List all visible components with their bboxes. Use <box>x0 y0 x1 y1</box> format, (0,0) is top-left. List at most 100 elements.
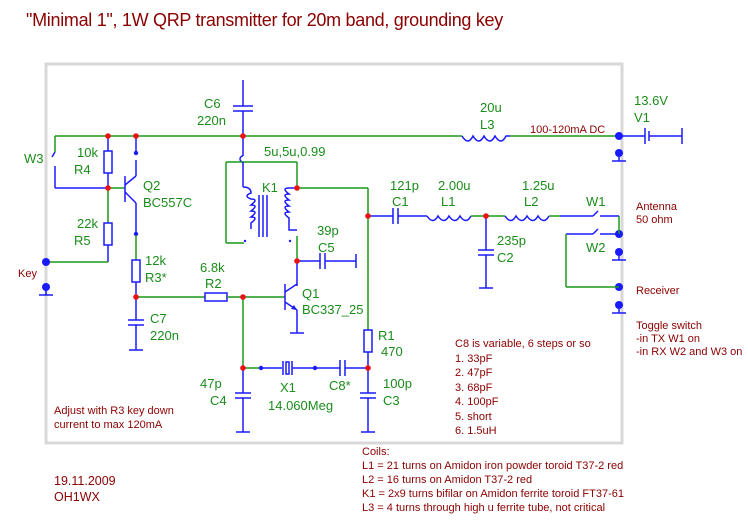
page-title: "Minimal 1", 1W QRP transmitter for 20m … <box>26 10 503 30</box>
w3-ref: W3 <box>24 151 44 166</box>
signature-callsign: OH1WX <box>54 490 100 504</box>
adjust-note-line: current to max 120mA <box>54 419 163 431</box>
resistor-r1 <box>363 329 373 368</box>
resistor-r2 <box>136 292 285 302</box>
l1-ref: L1 <box>441 194 455 209</box>
k1-value: 5u,5u,0.99 <box>264 144 325 159</box>
capacitor-c7 <box>128 297 144 351</box>
coil-line: L3 = 4 turns through high u ferrite tube… <box>362 502 606 514</box>
c8-variable-notes: C8 is variable, 6 steps or so 1. 33pF 2.… <box>455 337 591 439</box>
toggle-note-line: -in RX W2 and W3 on <box>636 346 743 358</box>
c8-notes-heading: C8 is variable, 6 steps or so <box>455 338 591 350</box>
antenna-impedance: 50 ohm <box>636 214 673 226</box>
adjust-note-line: Adjust with R3 key down <box>54 405 174 417</box>
q1-ref: Q1 <box>302 286 319 301</box>
capacitor-c3 <box>360 368 376 433</box>
transistor-q1 <box>284 261 304 334</box>
c8-ref: C8* <box>329 378 351 393</box>
coils-heading: Coils: <box>362 446 390 458</box>
signature: 19.11.2009 OH1WX <box>54 473 116 505</box>
c8-step: 6. 1.5uH <box>455 425 497 437</box>
c2-value: 235p <box>497 233 526 248</box>
toggle-note-line: -in TX W1 on <box>636 333 700 345</box>
c4-value: 47p <box>200 376 222 391</box>
coil-line: L1 = 21 turns on Amidon iron powder toro… <box>362 460 624 472</box>
c7-value: 220n <box>150 328 179 343</box>
r3-value: 12k <box>145 253 166 268</box>
r4-ref: R4 <box>74 162 91 177</box>
l2-value: 1.25u <box>522 178 555 193</box>
crystal-x1 <box>243 361 318 375</box>
coil-line: L2 = 16 turns on Amidon T37-2 red <box>362 474 533 486</box>
toggle-switch-note: Toggle switch -in TX W1 on -in RX W2 and… <box>636 320 742 359</box>
q2-ref: Q2 <box>143 178 160 193</box>
k1-ref: K1 <box>262 180 278 195</box>
capacitor-c1 <box>368 208 427 224</box>
l3-value: 20u <box>480 100 502 115</box>
w1-ref: W1 <box>586 194 606 209</box>
capacitor-c8 <box>315 360 368 376</box>
coils-notes: Coils: L1 = 21 turns on Amidon iron powd… <box>362 445 624 515</box>
x1-value: 14.060Meg <box>268 398 333 413</box>
r1-value: 470 <box>381 344 403 359</box>
l3-ref: L3 <box>480 117 494 132</box>
r4-value: 10k <box>77 145 98 160</box>
terminals-right <box>612 132 626 314</box>
key-label: Key <box>18 268 37 280</box>
adjust-note: Adjust with R3 key down current to max 1… <box>54 404 174 432</box>
capacitor-c6 <box>233 80 253 136</box>
key-terminals <box>39 258 53 296</box>
resistor-r3 <box>131 235 141 297</box>
x1-ref: X1 <box>280 380 296 395</box>
signature-date: 19.11.2009 <box>54 474 116 488</box>
q2-value: BC557C <box>143 195 192 210</box>
switch-w3 <box>51 136 108 189</box>
c8-step: 5. short <box>455 410 492 423</box>
c6-ref: C6 <box>204 96 221 111</box>
switch-w2 <box>565 228 619 288</box>
resistor-r4 <box>103 136 113 188</box>
r1-ref: R1 <box>378 328 395 343</box>
inductor-l2 <box>504 214 593 222</box>
c8-step: 2. 47pF <box>455 367 493 379</box>
r2-value: 6.8k <box>200 260 225 275</box>
r5-ref: R5 <box>74 233 91 248</box>
c3-value: 100p <box>383 376 412 391</box>
c3-ref: C3 <box>383 393 400 408</box>
transistor-q2 <box>108 136 139 237</box>
l1-value: 2.00u <box>438 178 471 193</box>
dc-current-label: 100-120mA DC <box>530 124 605 136</box>
l2-ref: L2 <box>524 194 538 209</box>
c8-step: 4. 100pF <box>455 396 499 408</box>
c8-step: 1. 33pF <box>455 352 493 365</box>
resistor-r5 <box>46 188 113 263</box>
r2-ref: R2 <box>205 276 222 291</box>
v1-ref: V1 <box>634 110 650 125</box>
r3-ref: R3* <box>145 270 167 285</box>
v1-value: 13.6V <box>634 93 668 108</box>
c5-value: 39p <box>317 223 339 238</box>
wire-k1-to-c1 <box>297 187 369 330</box>
capacitor-c4 <box>235 297 251 433</box>
c5-ref: C5 <box>318 240 335 255</box>
inductor-l1 <box>426 214 505 222</box>
w2-ref: W2 <box>586 240 606 255</box>
coil-line: K1 = 2x9 turns bifilar on Amidon ferrite… <box>362 488 624 500</box>
antenna-label: Antenna <box>636 201 678 213</box>
c6-value: 220n <box>197 113 226 128</box>
switch-w1 <box>592 210 620 234</box>
c1-value: 121p <box>390 178 419 193</box>
c7-ref: C7 <box>150 311 167 326</box>
c1-ref: C1 <box>392 194 409 209</box>
battery-v1 <box>618 128 683 144</box>
capacitor-c5 <box>297 253 357 269</box>
c8-step: 3. 68pF <box>455 381 493 394</box>
capacitor-c2 <box>478 216 494 289</box>
junctions <box>105 133 489 371</box>
r5-value: 22k <box>77 216 98 231</box>
inductor-l3 <box>461 134 510 142</box>
c4-ref: C4 <box>210 393 227 408</box>
c2-ref: C2 <box>497 250 514 265</box>
receiver-label: Receiver <box>636 285 680 297</box>
